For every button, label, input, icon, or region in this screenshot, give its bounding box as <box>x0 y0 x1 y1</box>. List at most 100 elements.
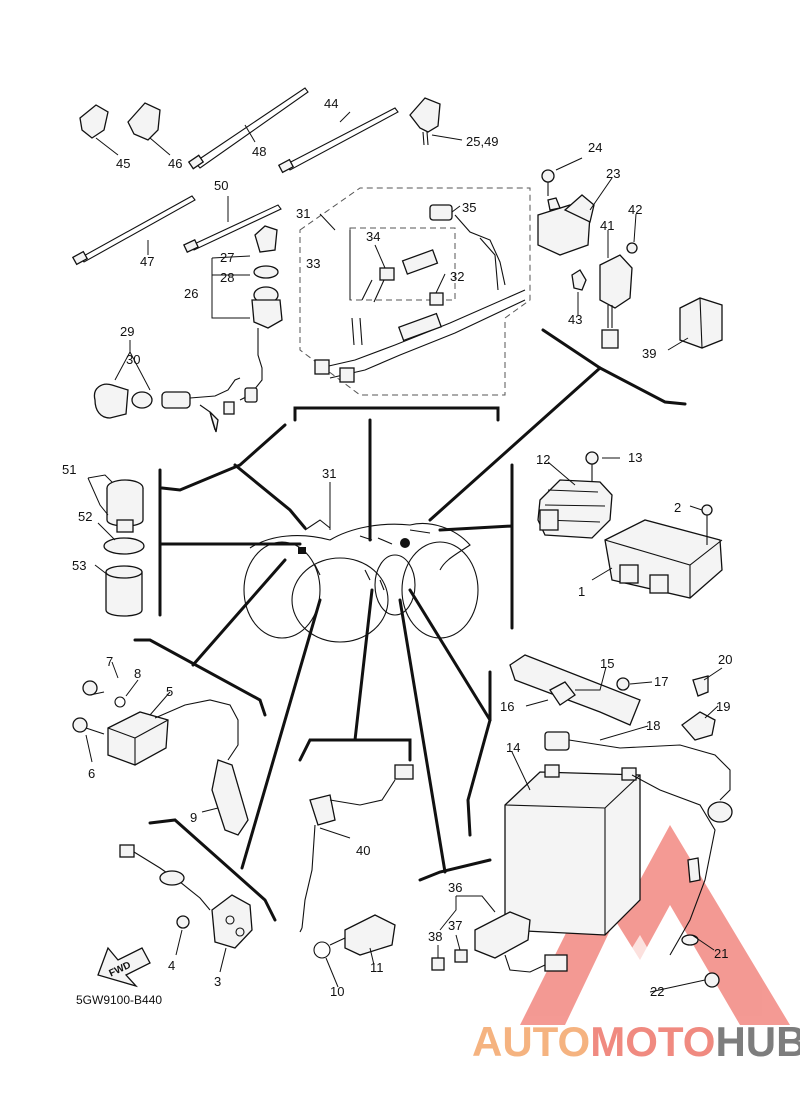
rivet-20-icon <box>692 675 709 697</box>
accessory-socket-51-icon <box>103 479 145 617</box>
callout-10: 10 <box>330 984 344 999</box>
leader-lines <box>85 111 723 993</box>
callout-50: 50 <box>214 178 228 193</box>
bolt-7-icon <box>82 680 98 696</box>
fuse-holder-32-icon <box>429 292 444 306</box>
relay-39-icon <box>679 297 723 349</box>
spark-plug-cap-9-icon <box>211 759 249 836</box>
headlight-socket-29-icon <box>93 377 241 433</box>
flasher-relay-41-icon <box>571 242 638 349</box>
screw-42-icon <box>626 242 638 254</box>
callout-15: 15 <box>600 656 614 671</box>
callout-42: 42 <box>628 202 642 217</box>
cover-53-icon <box>105 571 143 617</box>
fuse-37-icon <box>454 949 468 963</box>
callout-18: 18 <box>646 718 660 733</box>
callout-29: 29 <box>120 324 134 339</box>
fwd-arrow-icon: FWD <box>97 946 151 988</box>
callout-37: 37 <box>448 918 462 933</box>
callout-32: 32 <box>450 269 464 284</box>
clip-19-icon <box>681 711 716 741</box>
callout-7: 7 <box>106 654 113 669</box>
bracket-43-icon <box>571 269 587 291</box>
bolt-13-icon <box>585 451 599 465</box>
callout-19: 19 <box>716 699 730 714</box>
callout-40: 40 <box>356 843 370 858</box>
callout-11: 11 <box>370 960 384 975</box>
watermark-hub: HUB <box>715 1018 800 1065</box>
washer-8-icon <box>114 696 126 708</box>
bulb-30-icon <box>131 391 153 409</box>
callout-43: 43 <box>568 312 582 327</box>
starter-cable-21-icon <box>631 774 720 988</box>
connector-35-icon <box>429 204 453 221</box>
drawing-code: 5GW9100-B440 <box>76 993 162 1007</box>
callout-53: 53 <box>72 558 86 573</box>
callout-9: 9 <box>190 810 197 825</box>
callout-22: 22 <box>650 984 664 999</box>
callout-25-49: 25,49 <box>466 134 499 149</box>
callout-3: 3 <box>214 974 221 989</box>
callout-12: 12 <box>536 452 550 467</box>
neutral-switch-40-icon <box>299 764 414 933</box>
callout-26: 26 <box>184 286 198 301</box>
callout-48: 48 <box>252 144 266 159</box>
callout-30: 30 <box>126 352 140 367</box>
battery-cable-18-icon <box>544 675 733 823</box>
group-brackets <box>133 328 687 922</box>
clamp-46-icon <box>127 102 161 141</box>
bolt-24-icon <box>541 169 555 183</box>
clamp-25-49-icon <box>409 97 441 133</box>
callout-6: 6 <box>88 766 95 781</box>
callout-44: 44 <box>324 96 338 111</box>
watermark-moto: MOTO <box>590 1018 716 1065</box>
battery-14-icon <box>504 764 641 936</box>
callout-27: 27 <box>220 250 234 265</box>
callout-16: 16 <box>500 699 514 714</box>
rear-brake-switch-11-icon <box>313 914 396 959</box>
washer-10-icon <box>313 941 331 959</box>
watermark-auto: AUTO <box>472 1018 591 1065</box>
harness-assembly-box <box>299 187 531 396</box>
callout-28: 28 <box>220 270 234 285</box>
bolt-6-icon <box>72 717 88 733</box>
callout-13: 13 <box>628 450 642 465</box>
callout-4: 4 <box>168 958 175 973</box>
callout-36: 36 <box>448 880 462 895</box>
callout-20: 20 <box>718 652 732 667</box>
callout-35: 35 <box>462 200 476 215</box>
cable-tie-47-icon <box>79 195 196 263</box>
bolt-4-icon <box>176 915 190 929</box>
callout-33: 33 <box>306 256 320 271</box>
cable-ties-and-clamps <box>71 87 441 266</box>
nut-52-icon <box>103 537 145 555</box>
watermark-text: AUTOMOTOHUB <box>472 1018 800 1066</box>
bolt-22-icon <box>704 972 720 988</box>
pickup-coil-3-icon <box>119 844 253 949</box>
callout-34: 34 <box>366 229 380 244</box>
bolt-17-icon <box>616 677 630 691</box>
callout-8: 8 <box>134 666 141 681</box>
damper-16-icon <box>549 681 576 706</box>
callout-31-center: 31 <box>322 466 336 481</box>
callout-14: 14 <box>506 740 520 755</box>
clamp-45-icon <box>79 104 109 139</box>
callout-23: 23 <box>606 166 620 181</box>
callout-5: 5 <box>166 684 173 699</box>
callout-47: 47 <box>140 254 154 269</box>
callout-39: 39 <box>642 346 656 361</box>
callout-45: 45 <box>116 156 130 171</box>
ignition-coil-5-icon <box>72 680 249 836</box>
callout-46: 46 <box>168 156 182 171</box>
cable-tie-44-icon <box>284 107 399 171</box>
fuse-box-36-icon <box>431 911 568 973</box>
main-switch-26-icon <box>239 225 283 403</box>
callout-2: 2 <box>674 500 681 515</box>
callout-17: 17 <box>654 674 668 689</box>
callout-38: 38 <box>428 929 442 944</box>
rectifier-regulator-12-icon <box>537 451 613 539</box>
callout-41: 41 <box>600 218 614 233</box>
vehicle-body-outline <box>243 519 479 643</box>
cdi-unit-1-icon <box>604 504 723 599</box>
